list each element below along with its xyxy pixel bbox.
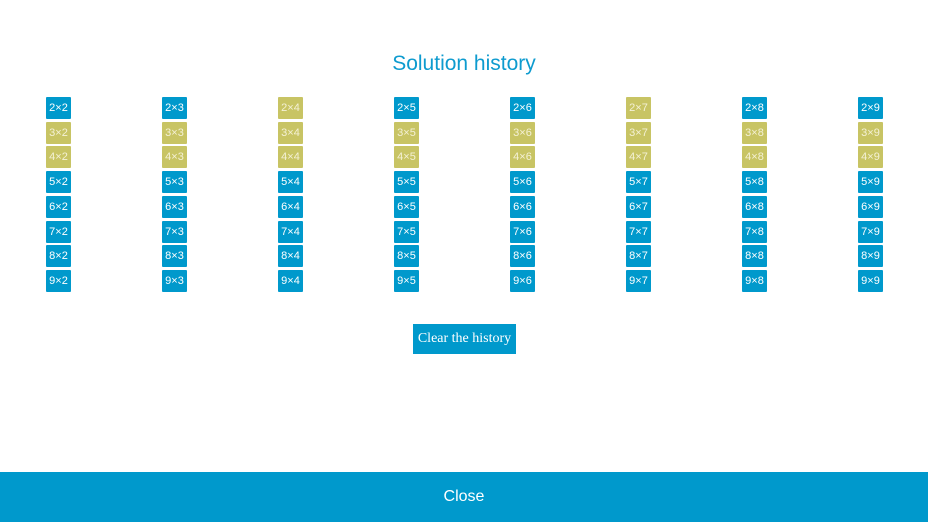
history-tile[interactable]: 3×3	[162, 121, 187, 144]
history-tile[interactable]: 3×7	[626, 121, 651, 144]
history-tile[interactable]: 7×9	[858, 220, 883, 243]
clear-history-button[interactable]: Clear the history	[413, 324, 516, 354]
history-tile[interactable]: 2×6	[510, 97, 535, 119]
history-tile[interactable]: 2×4	[278, 97, 303, 119]
history-tile[interactable]: 2×8	[742, 97, 767, 119]
history-tile[interactable]: 4×9	[858, 146, 883, 169]
history-tile[interactable]: 3×5	[394, 121, 419, 144]
history-tile[interactable]: 9×9	[858, 269, 883, 292]
history-tile[interactable]: 4×6	[510, 146, 535, 169]
history-tile[interactable]: 3×4	[278, 121, 303, 144]
history-tile[interactable]: 9×7	[626, 269, 651, 292]
history-tile[interactable]: 8×6	[510, 245, 535, 268]
history-tile[interactable]: 2×5	[394, 97, 419, 119]
history-tile[interactable]: 5×4	[278, 171, 303, 194]
history-tile[interactable]: 7×2	[46, 220, 71, 243]
history-tile[interactable]: 4×3	[162, 146, 187, 169]
history-tile[interactable]: 8×5	[394, 245, 419, 268]
history-tile[interactable]: 8×2	[46, 245, 71, 268]
history-tile[interactable]: 9×8	[742, 269, 767, 292]
history-tile[interactable]: 8×4	[278, 245, 303, 268]
history-tile[interactable]: 6×2	[46, 195, 71, 218]
history-tile[interactable]: 7×6	[510, 220, 535, 243]
history-tile[interactable]: 5×5	[394, 171, 419, 194]
history-tile[interactable]: 9×3	[162, 269, 187, 292]
history-tile[interactable]: 2×9	[858, 97, 883, 119]
history-tile[interactable]: 8×9	[858, 245, 883, 268]
history-tile[interactable]: 7×7	[626, 220, 651, 243]
history-tile[interactable]: 4×2	[46, 146, 71, 169]
history-tile[interactable]: 7×8	[742, 220, 767, 243]
history-tile[interactable]: 3×9	[858, 121, 883, 144]
history-tile[interactable]: 7×3	[162, 220, 187, 243]
history-tile[interactable]: 9×4	[278, 269, 303, 292]
history-tile[interactable]: 5×3	[162, 171, 187, 194]
history-tile[interactable]: 6×5	[394, 195, 419, 218]
history-tile[interactable]: 2×7	[626, 97, 651, 119]
close-button[interactable]: Close	[0, 472, 928, 522]
history-tile[interactable]: 4×7	[626, 146, 651, 169]
history-tile[interactable]: 2×2	[46, 97, 71, 119]
history-tile[interactable]: 7×5	[394, 220, 419, 243]
history-tile[interactable]: 3×6	[510, 121, 535, 144]
history-tile[interactable]: 4×5	[394, 146, 419, 169]
history-tile[interactable]: 5×7	[626, 171, 651, 194]
history-tile[interactable]: 5×8	[742, 171, 767, 194]
history-tile[interactable]: 4×8	[742, 146, 767, 169]
history-tile[interactable]: 9×2	[46, 269, 71, 292]
history-tile[interactable]: 7×4	[278, 220, 303, 243]
page-title: Solution history	[392, 52, 536, 75]
history-tile[interactable]: 9×6	[510, 269, 535, 292]
history-tile[interactable]: 6×3	[162, 195, 187, 218]
history-tile[interactable]: 5×9	[858, 171, 883, 194]
history-tile[interactable]: 3×2	[46, 121, 71, 144]
history-tile[interactable]: 6×4	[278, 195, 303, 218]
history-tile[interactable]: 8×7	[626, 245, 651, 268]
history-tile[interactable]: 5×2	[46, 171, 71, 194]
history-tile[interactable]: 6×9	[858, 195, 883, 218]
history-tile[interactable]: 6×7	[626, 195, 651, 218]
history-tile[interactable]: 6×8	[742, 195, 767, 218]
history-tile[interactable]: 8×8	[742, 245, 767, 268]
history-tile[interactable]: 6×6	[510, 195, 535, 218]
history-tile[interactable]: 2×3	[162, 97, 187, 119]
history-tile[interactable]: 9×5	[394, 269, 419, 292]
history-tile[interactable]: 5×6	[510, 171, 535, 194]
history-tile[interactable]: 3×8	[742, 121, 767, 144]
history-tile[interactable]: 4×4	[278, 146, 303, 169]
history-tile[interactable]: 8×3	[162, 245, 187, 268]
